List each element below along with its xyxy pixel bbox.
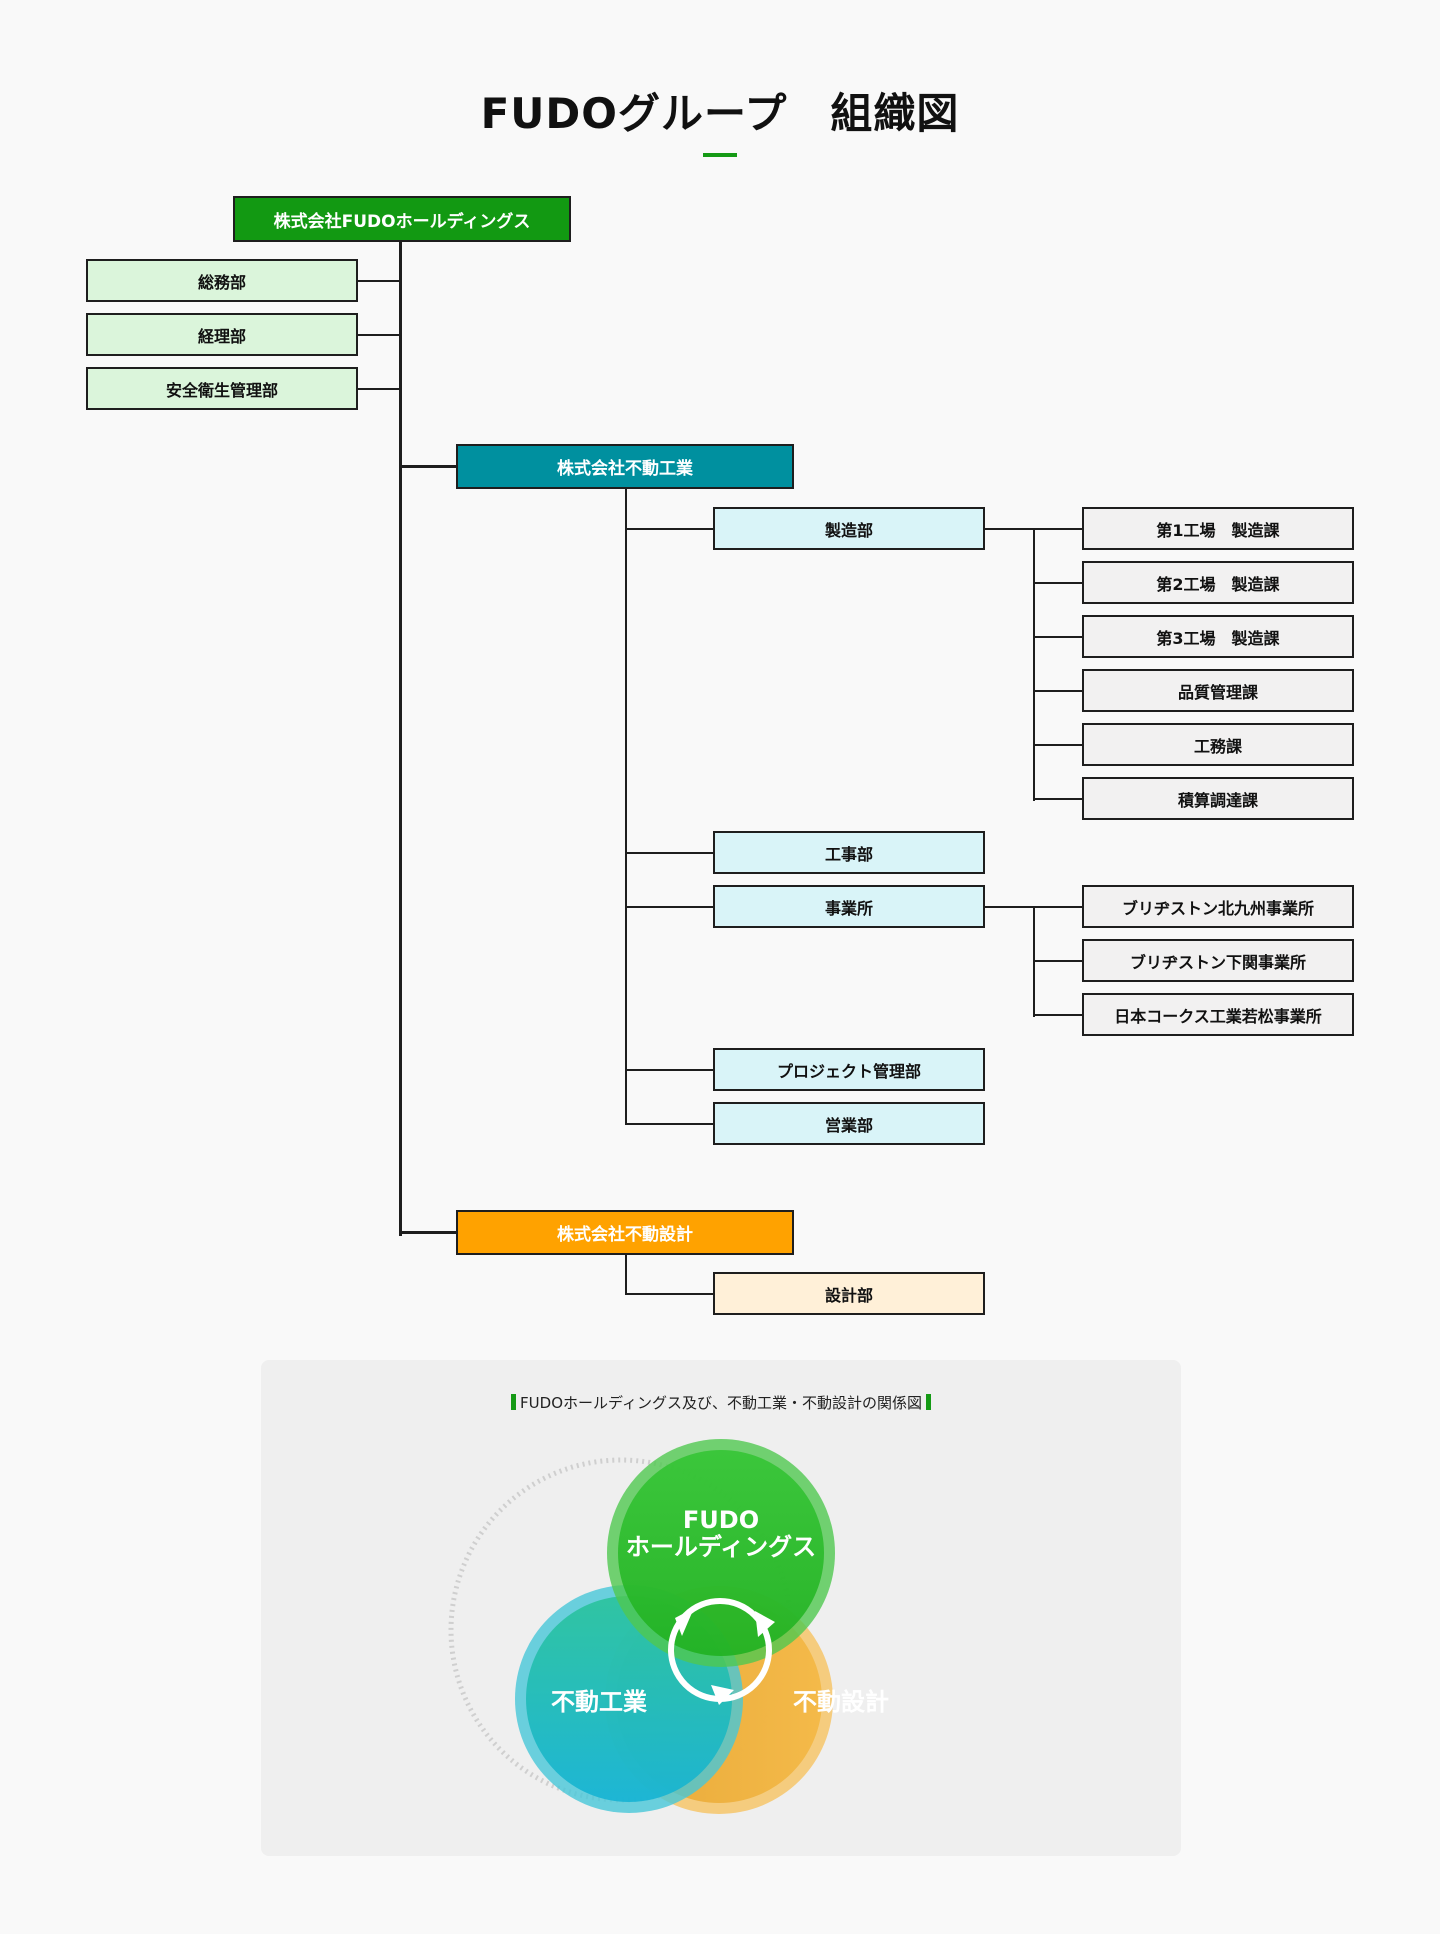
holdings-trunk-line <box>399 242 402 1236</box>
connector-factory1 <box>1033 528 1083 530</box>
connector-soumu <box>357 280 401 282</box>
connector-jigyousho <box>625 906 715 908</box>
office-nippon-coke: 日本コークス工業若松事業所 <box>1082 993 1354 1036</box>
dept-kouji: 工事部 <box>713 831 985 874</box>
dept-jigyousho: 事業所 <box>713 885 985 928</box>
connector-anzen <box>357 388 401 390</box>
dept-eigyou: 営業部 <box>713 1102 985 1145</box>
dept-sekkei: 設計部 <box>713 1272 985 1315</box>
dept-keiri: 経理部 <box>86 313 358 356</box>
connector-bs-kitakyushu <box>1033 906 1083 908</box>
holdings-circle-label-1: FUDO <box>683 1506 759 1534</box>
section-koumu: 工務課 <box>1082 723 1354 766</box>
title-underline <box>703 153 737 157</box>
holdings-box: 株式会社FUDOホールディングス <box>233 196 571 242</box>
relation-caption: FUDOホールディングス及び、不動工業・不動設計の関係図 <box>261 1392 1181 1413</box>
caption-bar-right <box>925 1394 931 1410</box>
sekkei-circle-label: 不動設計 <box>793 1688 889 1716</box>
office-bs-shimonoseki: ブリヂストン下関事業所 <box>1082 939 1354 982</box>
jigyousho-branch-line <box>983 906 1033 908</box>
arrow-head-top-left <box>675 1608 694 1636</box>
section-factory3: 第3工場 製造課 <box>1082 615 1354 658</box>
connector-seizou <box>625 528 715 530</box>
arrow-head-top-right <box>755 1611 775 1637</box>
relation-diagram: FUDO ホールディングス 不動工業 不動設計 <box>448 1439 889 1814</box>
connector-kouji <box>625 852 715 854</box>
holdings-circle-label-2: ホールディングス <box>626 1533 816 1561</box>
connector-sekisan <box>1033 798 1083 800</box>
connector-fudo-kogyo <box>399 465 457 468</box>
office-bs-kitakyushu: ブリヂストン北九州事業所 <box>1082 885 1354 928</box>
connector-sekkeibu <box>625 1293 715 1295</box>
connector-factory3 <box>1033 636 1083 638</box>
dept-seizou: 製造部 <box>713 507 985 550</box>
connector-keiri <box>357 334 401 336</box>
page-title: FUDOグループ 組織図 <box>480 89 960 138</box>
kogyo-trunk-line <box>625 489 627 1124</box>
connector-nippon-coke <box>1033 1014 1083 1016</box>
holdings-circle <box>618 1450 824 1656</box>
relation-caption-text: FUDOホールディングス及び、不動工業・不動設計の関係図 <box>520 1394 922 1412</box>
dept-soumu: 総務部 <box>86 259 358 302</box>
section-factory2: 第2工場 製造課 <box>1082 561 1354 604</box>
fudo-sekkei-box: 株式会社不動設計 <box>456 1210 794 1255</box>
dept-project-kanri: プロジェクト管理部 <box>713 1048 985 1091</box>
section-factory1: 第1工場 製造課 <box>1082 507 1354 550</box>
section-quality: 品質管理課 <box>1082 669 1354 712</box>
fudo-kogyo-box: 株式会社不動工業 <box>456 444 794 489</box>
seizou-trunk-line <box>1033 528 1035 801</box>
connector-quality <box>1033 690 1083 692</box>
connector-fudo-sekkei <box>399 1231 457 1234</box>
connector-bs-shimonoseki <box>1033 960 1083 962</box>
arrow-head-bottom <box>711 1685 734 1705</box>
connector-factory2 <box>1033 582 1083 584</box>
caption-bar-left <box>511 1394 517 1410</box>
kogyo-circle-label: 不動工業 <box>551 1688 647 1716</box>
relation-panel: FUDOホールディングス及び、不動工業・不動設計の関係図 <box>261 1360 1181 1856</box>
sekkei-trunk-line <box>625 1255 627 1295</box>
section-sekisan: 積算調達課 <box>1082 777 1354 820</box>
seizou-branch-line <box>983 528 1033 530</box>
dept-anzen-eisei: 安全衛生管理部 <box>86 367 358 410</box>
connector-koumu <box>1033 744 1083 746</box>
connector-project <box>625 1069 715 1071</box>
connector-eigyou <box>625 1123 715 1125</box>
